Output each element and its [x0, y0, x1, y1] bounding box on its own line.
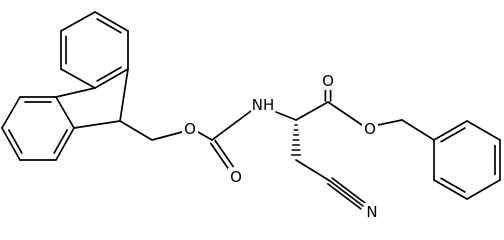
nitrile-triple-bond: [329, 180, 364, 207]
nitrile-triple-bond: [331, 177, 367, 204]
fluorene-lower-ring-bond: [1, 127, 21, 161]
fluorene-upper-ring-bond: [60, 68, 96, 89]
ester-benzyl-bond: [377, 119, 403, 126]
atom-labels: O O NH O O N: [182, 72, 380, 221]
stereo-hash-bond: [290, 124, 302, 156]
bonds: [1, 11, 501, 210]
carbamate-carbonyl-double-bond: [210, 142, 230, 171]
ester-oxygen-label: O: [364, 120, 376, 138]
benzyl-phenyl-bond: [401, 119, 435, 141]
fluorene-lower-ring-bond: [55, 96, 75, 129]
carbamate-nh-bond: [211, 110, 252, 141]
nh-alpha-carbon-bond: [275, 111, 297, 121]
phenyl-ring-bond: [433, 179, 468, 200]
phenyl-ring-bond: [466, 179, 501, 200]
alpha-carboxyl-bond: [295, 101, 329, 121]
fluorene-upper-ring-bond-double: [96, 66, 122, 82]
carbamate-carbonyl-oxygen-label: O: [230, 168, 242, 186]
nitrile-nitrogen-label: N: [366, 203, 377, 221]
carboxyl-ester-oxygen-bond: [327, 101, 363, 126]
ether-oxygen-label: O: [184, 120, 196, 138]
fluorene-upper-ring-bond: [94, 68, 129, 89]
ester-carbonyl-oxygen-label: O: [322, 72, 334, 90]
phenyl-ring-bond: [433, 120, 468, 141]
fluorene-five-ring-bond: [119, 68, 129, 122]
nitrile-triple-bond: [326, 183, 362, 210]
ether-carbonyl-bond: [197, 131, 213, 141]
fluorene-biaryl-bond: [55, 87, 96, 98]
fluorene-lower-ring-bond: [1, 96, 21, 129]
methylene-ether-bond: [151, 131, 183, 141]
fluorene-upper-ring-bond: [60, 11, 96, 32]
fluorene-lower-ring-bond-double: [8, 129, 23, 154]
methylene-bond: [119, 120, 153, 141]
fluorene-lower-ring-bond-double: [53, 129, 68, 154]
chemical-structure-diagram: O O NH O O N: [1, 11, 501, 221]
fluorene-five-ring-bond: [73, 120, 121, 129]
phenyl-ring-bond-double: [440, 177, 466, 193]
phenyl-ring-bond-double: [440, 127, 466, 143]
fluorene-upper-ring-bond: [94, 11, 129, 32]
fluorene-lower-ring-bond: [55, 127, 75, 161]
phenyl-ring-bond: [466, 120, 501, 141]
fluorene-upper-ring-bond-double: [96, 18, 122, 34]
amide-nh-label: NH: [252, 96, 275, 114]
side-chain-bond: [295, 159, 331, 182]
carbamate-carbonyl-double-bond: [214, 139, 234, 168]
